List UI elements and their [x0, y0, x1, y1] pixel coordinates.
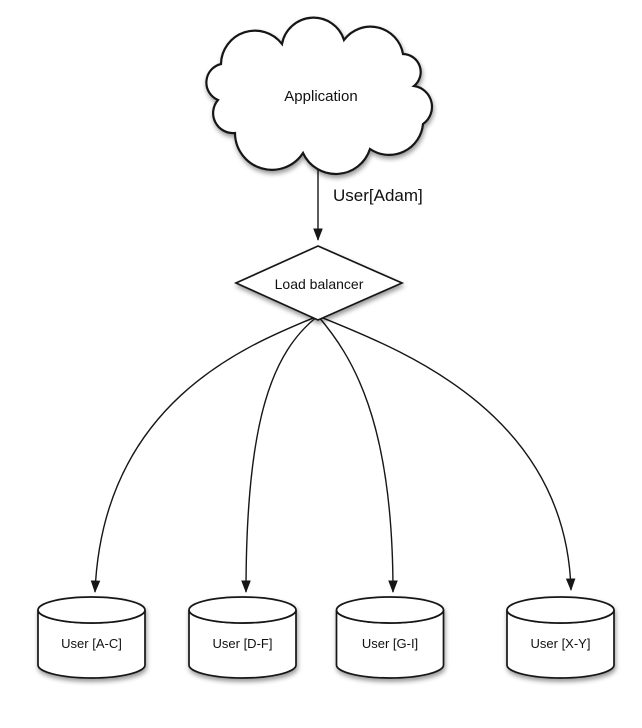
- application-cloud-node: Application: [205, 16, 434, 176]
- cloud-shape: [205, 16, 434, 176]
- cylinder-top: [506, 596, 615, 624]
- cylinder-top: [335, 596, 445, 624]
- arrow-balancer-to-shard-3: [317, 315, 398, 593]
- shard-label: User [D-F]: [213, 636, 273, 651]
- shard-label: User [A-C]: [61, 636, 122, 651]
- arrow-balancer-to-shard-2: [241, 315, 319, 593]
- load-balancer-node: Load balancer: [233, 245, 405, 321]
- request-edge-label: User[Adam]: [333, 186, 423, 205]
- db-shard-node-4: User [X-Y]: [506, 596, 615, 679]
- db-shard-node-1: User [A-C]: [37, 596, 146, 679]
- load-balancer-label: Load balancer: [275, 276, 364, 292]
- arrow-balancer-to-shard-4: [317, 315, 576, 591]
- application-label: Application: [284, 88, 357, 105]
- db-shard-node-3: User [G-I]: [335, 596, 445, 679]
- db-shard-node-2: User [D-F]: [188, 596, 297, 679]
- shard-label: User [X-Y]: [531, 636, 591, 651]
- diamond-shape: [233, 245, 405, 321]
- shard-label: User [G-I]: [362, 636, 418, 651]
- cylinder-top: [37, 596, 146, 624]
- cylinder-top: [188, 596, 297, 624]
- arrow-balancer-to-shard-1: [90, 315, 319, 593]
